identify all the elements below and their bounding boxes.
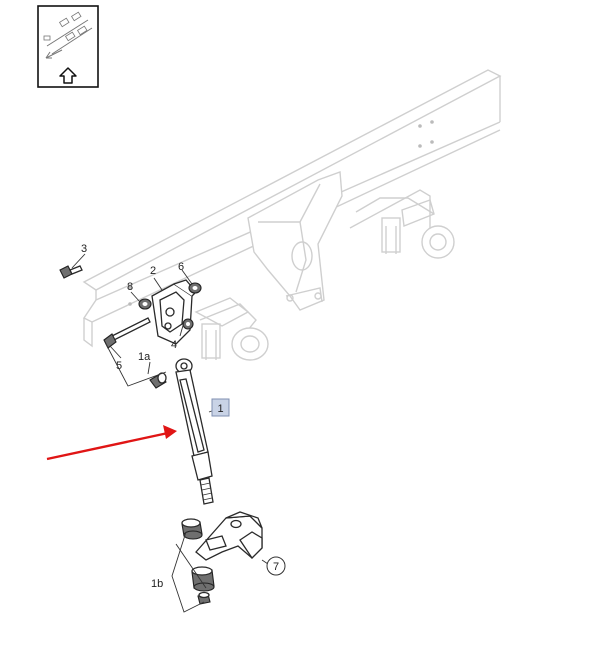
callout-1a: 1a xyxy=(138,351,151,363)
bolt-3 xyxy=(59,265,83,279)
callout-8: 8 xyxy=(127,281,133,293)
washer-8 xyxy=(138,298,152,310)
bushing-1a xyxy=(149,372,167,389)
callout-1b: 1b xyxy=(151,578,163,590)
shock-absorber xyxy=(175,358,214,505)
callout-7[interactable]: 7 xyxy=(266,556,286,576)
lower-bushing-lower xyxy=(191,566,215,592)
orientation-view-icon xyxy=(37,5,99,88)
callout-4: 4 xyxy=(171,339,177,351)
nut-6 xyxy=(188,282,202,294)
red-pointer-arrow-icon xyxy=(46,425,177,461)
mounting-bolt-5 xyxy=(103,317,151,349)
callout-2: 2 xyxy=(150,265,156,277)
callout-6: 6 xyxy=(178,261,184,273)
lower-nut xyxy=(197,591,211,605)
chassis-frame-rail xyxy=(82,69,502,361)
callout-5: 5 xyxy=(116,360,122,372)
up-arrow-icon xyxy=(59,67,77,84)
callout-3: 3 xyxy=(81,243,87,255)
shock-lower-bracket xyxy=(195,511,263,561)
svg-text:7: 7 xyxy=(273,561,279,573)
svg-text:1: 1 xyxy=(217,403,223,415)
callout-1[interactable]: 1 xyxy=(211,398,230,417)
lower-bushing-upper xyxy=(181,518,203,540)
nut-4 xyxy=(182,318,194,330)
